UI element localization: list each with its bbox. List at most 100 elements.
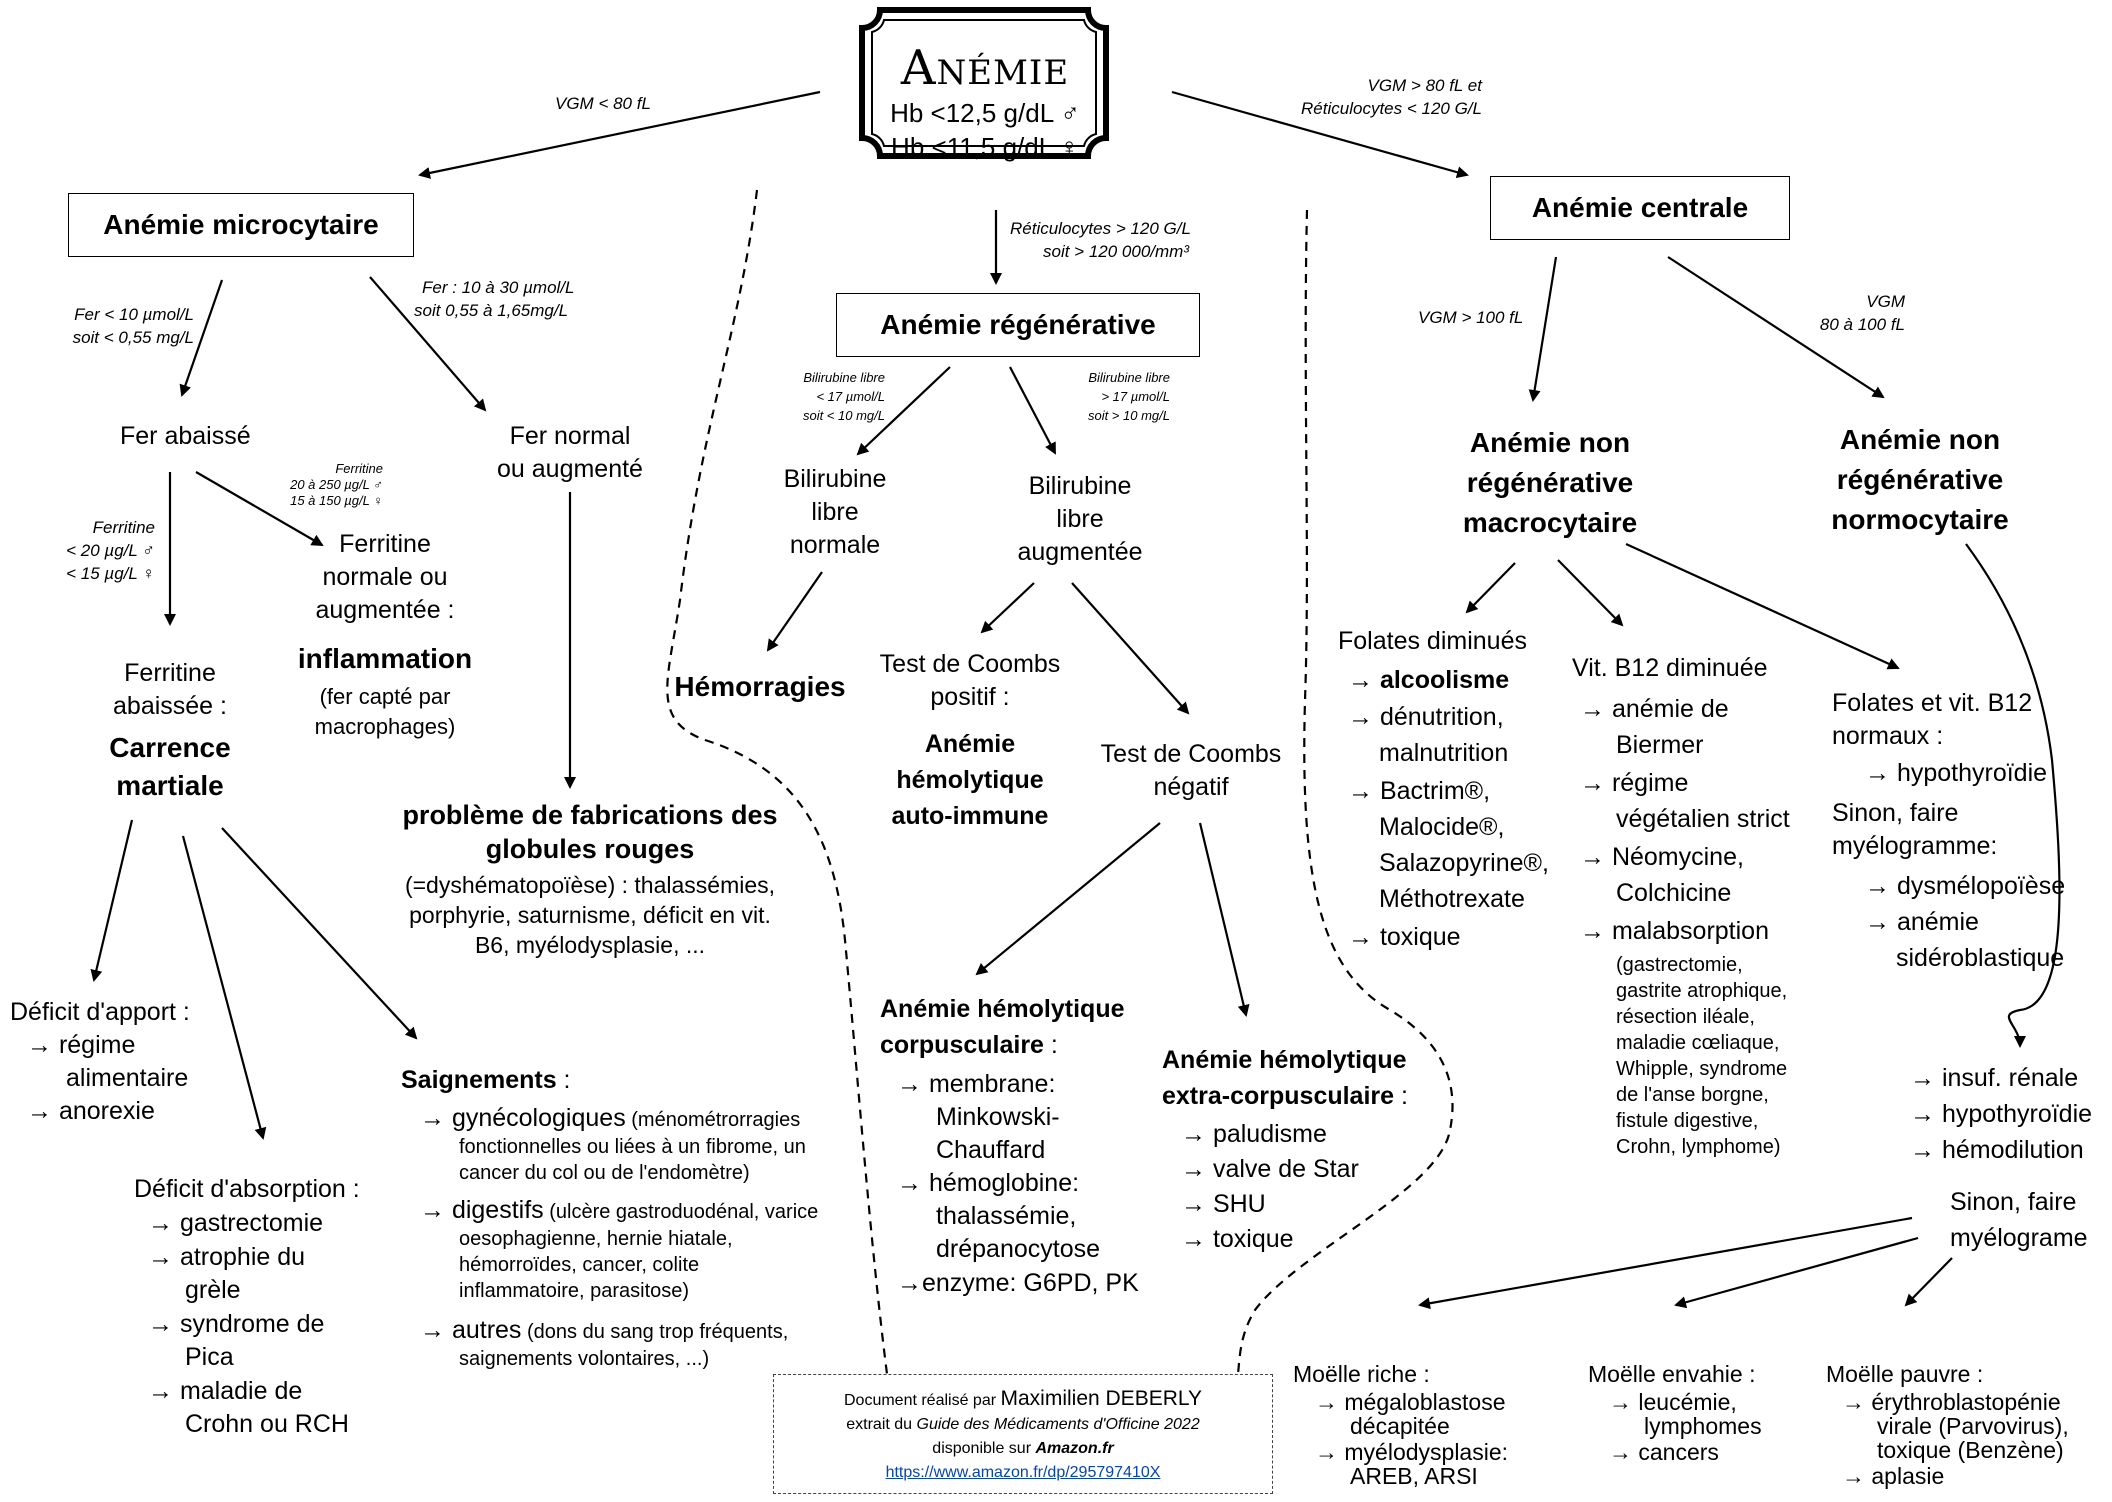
node-saign-3-note-l2: saignements volontaires, ...) [459, 1348, 710, 1370]
edge-ferritine-norm-l2: 20 à 250 µg/L ♂ [290, 477, 383, 492]
arrow-to-bili-augmentee [1009, 366, 1056, 455]
node-corpus-2-l1: → hémoglobine: [897, 1169, 1080, 1197]
node-corpus-2-l3: drépanocytose [936, 1235, 1101, 1263]
arrow-to-insuf-renale [1965, 543, 2061, 1048]
node-myelo-1: → dysmélopoïèse [1865, 872, 2066, 900]
node-normo-1: → insuf. rénale [1910, 1064, 2079, 1092]
node-extra-l1: Anémie hémolytique [1162, 1046, 1407, 1074]
separator-left [666, 189, 889, 1375]
node-saign-2-note-l4: inflammatoire, parasitose) [459, 1280, 690, 1302]
node-macro-l3: macrocytaire [1462, 507, 1638, 538]
separator-right [1236, 209, 1454, 1375]
node-b12-3-l2: Colchicine [1616, 879, 1732, 907]
edge-bili-high-l2: > 17 µmol/L [1101, 389, 1170, 404]
node-aha-l1: Anémie [924, 730, 1016, 758]
node-b12-2-l2: végétalien strict [1616, 805, 1790, 833]
node-moelle-pauvre: Moëlle pauvre : [1826, 1361, 1984, 1387]
node-probleme-det-l3: B6, myélodysplasie, ... [474, 932, 706, 958]
node-b12-4-note-2: résection iléale, [1616, 1006, 1755, 1028]
page-title: Anémie [900, 40, 1070, 96]
node-extra-4: → toxique [1181, 1225, 1294, 1253]
edge-vgm-gt-80-l1: VGM > 80 fL et [1367, 76, 1482, 95]
node-b12-2-l1: → régime [1580, 769, 1689, 797]
node-sinon-1-l2: myélogramme: [1832, 832, 1998, 860]
node-coombs-pos-l2: positif : [930, 683, 1010, 711]
node-b12-3-l1: → Néomycine, [1580, 843, 1744, 871]
node-saignements: Saignements : [401, 1066, 571, 1094]
node-b12-4-note-7: Crohn, lymphome) [1616, 1136, 1781, 1158]
arrow-to-folates [1465, 562, 1516, 614]
node-corpus-1-l3: Chauffard [936, 1136, 1046, 1164]
arrow-to-fer-abaisse [179, 279, 224, 397]
arrow-to-extra [1198, 822, 1250, 1017]
arrow-to-deficit-apport [90, 819, 134, 982]
box-anemie-regenerative: Anémie régénérative [836, 293, 1200, 357]
node-b12-1-l1: → anémie de [1580, 695, 1729, 723]
edge-ferritine-low-l1: Ferritine [92, 518, 155, 537]
credit-line-1: Document réalisé par Maximilien DEBERLY [843, 1387, 1202, 1410]
node-fer-normal-l2: ou augmenté [497, 455, 643, 483]
node-abs-3-l2: Pica [185, 1343, 234, 1371]
node-extra-l2: extra-corpusculaire : [1162, 1082, 1408, 1110]
node-b12-4-note-3: maladie cœliaque, [1616, 1032, 1780, 1054]
node-abs-1: → gastrectomie [148, 1209, 324, 1237]
node-saign-1: → gynécologiques (ménométrorragies [420, 1104, 801, 1132]
edge-fer-norm-l2: soit 0,55 à 1,65mg/L [414, 301, 569, 320]
node-coombs-pos-l1: Test de Coombs [879, 650, 1061, 678]
node-env-2: → cancers [1609, 1439, 1719, 1465]
arrow-to-b12 [1557, 559, 1624, 627]
arrow-to-microcytaire [418, 90, 821, 179]
node-coombs-neg-l2: négatif [1153, 773, 1229, 801]
node-abs-4-l2: Crohn ou RCH [185, 1410, 349, 1438]
arrow-to-bili-normale [856, 366, 951, 456]
edge-vgm-80-100-l1: VGM [1866, 292, 1905, 311]
node-folates-dim: Folates diminués [1338, 627, 1527, 655]
node-pau-1-l2: virale (Parvovirus), [1877, 1413, 2069, 1439]
node-extra-3: → SHU [1181, 1190, 1266, 1218]
node-macro-l1: Anémie non [1469, 427, 1631, 458]
arrow-to-macrocytaire [1528, 256, 1558, 402]
node-probleme-l1: problème de fabrications des [402, 800, 778, 830]
node-moelle-riche: Moëlle riche : [1293, 1361, 1430, 1387]
node-carence-l1: Carrence [109, 732, 231, 763]
edge-reti-l2: soit > 120 000/mm³ [1043, 242, 1189, 261]
edge-bili-high-l3: soit > 10 mg/L [1087, 408, 1170, 423]
arrow-to-fer-normal [369, 276, 487, 412]
edge-vgm-lt-80: VGM < 80 fL [555, 94, 651, 113]
node-saign-1-note-l3: cancer du col ou de l'endomètre) [459, 1162, 750, 1184]
node-corpus-3: →enzyme: G6PD, PK [897, 1269, 1139, 1297]
node-apport-2: → anorexie [27, 1097, 155, 1125]
node-b12-4-note-5: de l'anse borgne, [1616, 1084, 1769, 1106]
node-normo-l2: régénérative [1836, 464, 2004, 495]
node-saign-2-note-l3: hémorroïdes, cancer, colite [459, 1254, 700, 1276]
node-deficit-apport: Déficit d'apport : [10, 998, 190, 1026]
node-bili-aug-l3: augmentée [1017, 538, 1143, 566]
node-saign-3: → autres (dons du sang trop fréquents, [420, 1316, 789, 1344]
node-fol-2-l2: malnutrition [1379, 739, 1509, 767]
edge-fer-low-l2: soit < 0,55 mg/L [72, 328, 194, 347]
node-fol-3-l3: Salazopyrine®, [1379, 849, 1549, 877]
node-ferritine-abaissee-l1: Ferritine [124, 659, 216, 687]
credit-link[interactable]: https://www.amazon.fr/dp/295797410X [885, 1464, 1161, 1481]
node-b12-1-l2: Biermer [1616, 731, 1704, 759]
credit-box: Document réalisé par Maximilien DEBERLY … [773, 1374, 1273, 1494]
edge-fer-norm-l1: Fer : 10 à 30 µmol/L [422, 278, 575, 297]
node-abs-2-l2: grèle [185, 1276, 241, 1304]
node-b12-4: → malabsorption [1580, 917, 1769, 945]
node-apport-1-l1: → régime [27, 1031, 136, 1059]
node-riche-2-l2: AREB, ARSI [1350, 1463, 1478, 1489]
node-b12-4-note-4: Whipple, syndrome [1616, 1058, 1788, 1080]
node-fol-b12-norm-l1: Folates et vit. B12 [1832, 689, 2033, 717]
credit-line-3: disponible sur Amazon.fr [932, 1440, 1114, 1457]
node-riche-1-l2: décapitée [1350, 1413, 1450, 1439]
node-extra-1: → paludisme [1181, 1120, 1327, 1148]
node-myelo-2-l2: sidéroblastique [1896, 944, 2065, 972]
node-fer-abaisse: Fer abaissé [120, 422, 251, 450]
node-fol-1: → alcoolisme [1348, 666, 1510, 694]
node-riche-2-l1: → myélodysplasie: [1315, 1439, 1509, 1465]
arrow-to-ferritine-normale [195, 471, 324, 547]
title-block: Anémie Hb <12,5 g/dL ♂ Hb <11,5 g/dL ♀ [852, 40, 1118, 164]
node-extra-2: → valve de Star [1181, 1155, 1359, 1183]
node-myelo-2-l1: → anémie [1865, 908, 1979, 936]
